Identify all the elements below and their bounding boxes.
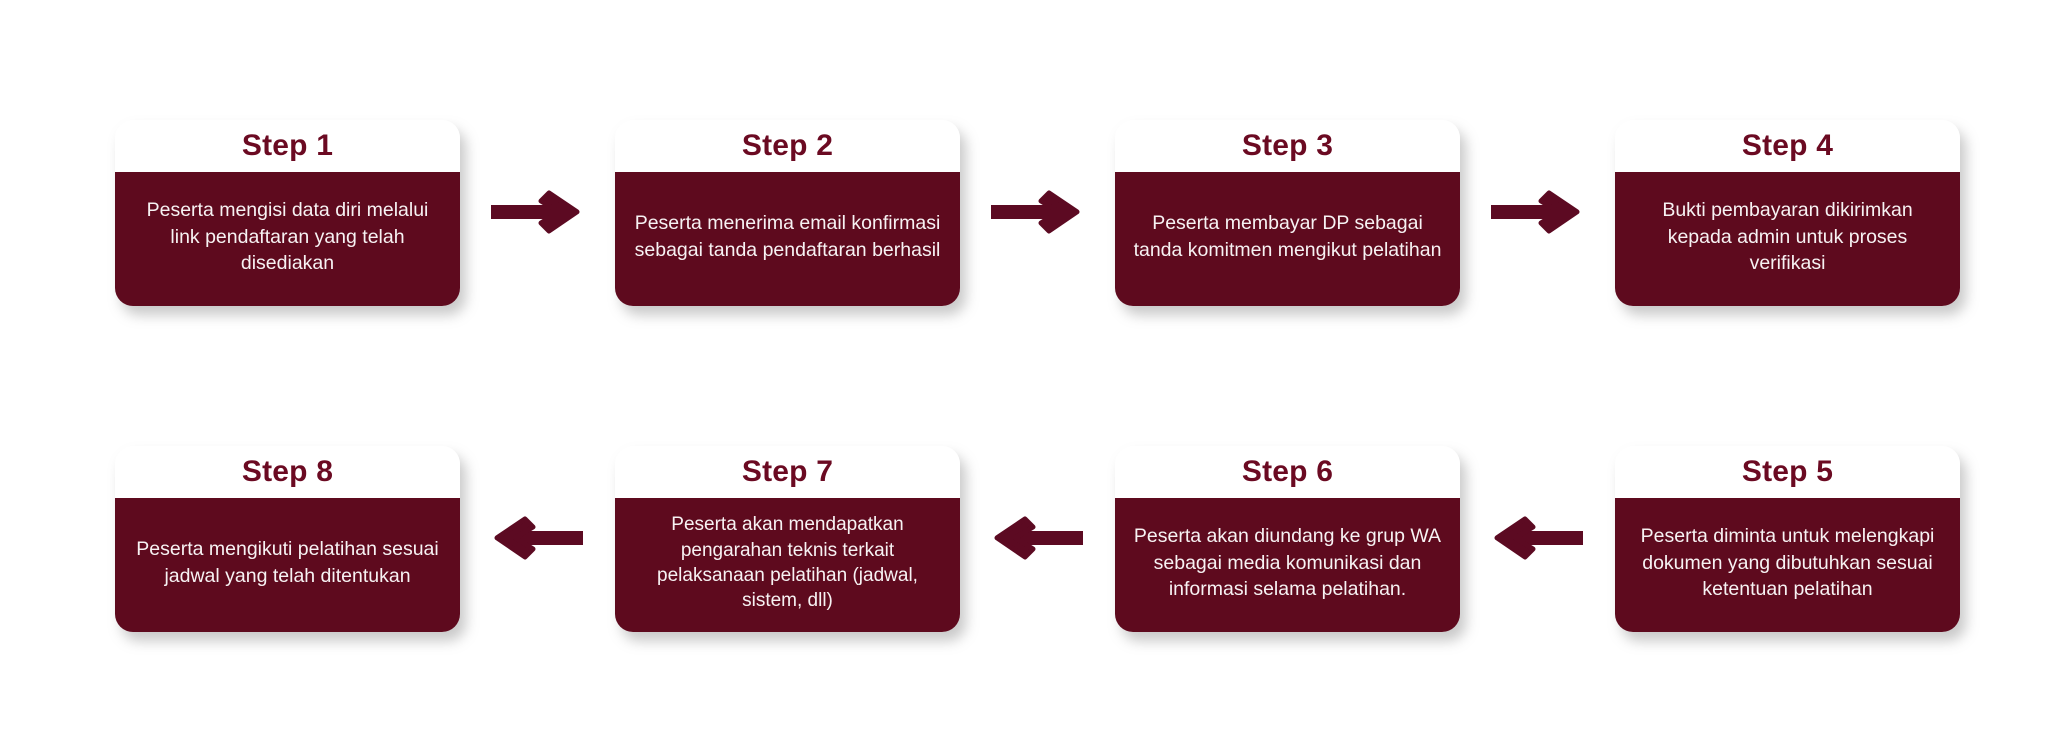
- step-description-8: Peserta mengikuti pelatihan sesuai jadwa…: [136, 538, 439, 587]
- step-description-4: Bukti pembayaran dikirimkan kepada admin…: [1662, 198, 1913, 275]
- step-body-7: Peserta akan mendapatkan pengarahan tekn…: [615, 498, 960, 632]
- step-body-2: Peserta menerima email konfirmasi sebaga…: [615, 172, 960, 306]
- step-title-2: Step 2: [741, 129, 834, 162]
- step-description-1: Peserta mengisi data diri melalui link p…: [146, 198, 429, 275]
- connector-arrow-left-1: [1491, 516, 1583, 560]
- step-card-3[interactable]: Step 3 Peserta membayar DP sebagai tanda…: [1115, 120, 1460, 306]
- connector-arrow-left-3: [491, 516, 583, 560]
- step-header-8: Step 8: [115, 446, 460, 498]
- step-title-7: Step 7: [741, 455, 834, 488]
- step-header-1: Step 1: [115, 120, 460, 172]
- step-header-5: Step 5: [1615, 446, 1960, 498]
- step-card-4[interactable]: Step 4 Bukti pembayaran dikirimkan kepad…: [1615, 120, 1960, 306]
- connector-arrow-right-1: [491, 190, 583, 234]
- step-description-6: Peserta akan diundang ke grup WA sebagai…: [1133, 524, 1442, 601]
- step-body-3: Peserta membayar DP sebagai tanda komitm…: [1115, 172, 1460, 306]
- step-title-3: Step 3: [1241, 129, 1334, 162]
- step-description-5: Peserta diminta untuk melengkapi dokumen…: [1640, 524, 1935, 601]
- step-body-8: Peserta mengikuti pelatihan sesuai jadwa…: [115, 498, 460, 632]
- step-body-5: Peserta diminta untuk melengkapi dokumen…: [1615, 498, 1960, 632]
- step-description-7: Peserta akan mendapatkan pengarahan tekn…: [657, 514, 918, 612]
- step-card-5[interactable]: Step 5 Peserta diminta untuk melengkapi …: [1615, 446, 1960, 632]
- step-title-4: Step 4: [1741, 129, 1834, 162]
- step-header-7: Step 7: [615, 446, 960, 498]
- step-card-8[interactable]: Step 8 Peserta mengikuti pelatihan sesua…: [115, 446, 460, 632]
- step-description-3: Peserta membayar DP sebagai tanda komitm…: [1133, 212, 1442, 261]
- connector-arrow-left-2: [991, 516, 1083, 560]
- connector-arrow-right-3: [1491, 190, 1583, 234]
- step-header-3: Step 3: [1115, 120, 1460, 172]
- connector-arrow-right-2: [991, 190, 1083, 234]
- step-card-7[interactable]: Step 7 Peserta akan mendapatkan pengarah…: [615, 446, 960, 632]
- step-body-4: Bukti pembayaran dikirimkan kepada admin…: [1615, 172, 1960, 306]
- step-card-2[interactable]: Step 2 Peserta menerima email konfirmasi…: [615, 120, 960, 306]
- step-title-1: Step 1: [241, 129, 334, 162]
- step-title-6: Step 6: [1241, 455, 1334, 488]
- step-header-6: Step 6: [1115, 446, 1460, 498]
- step-description-2: Peserta menerima email konfirmasi sebaga…: [634, 212, 941, 261]
- step-body-1: Peserta mengisi data diri melalui link p…: [115, 172, 460, 306]
- step-card-6[interactable]: Step 6 Peserta akan diundang ke grup WA …: [1115, 446, 1460, 632]
- step-header-4: Step 4: [1615, 120, 1960, 172]
- step-title-5: Step 5: [1741, 455, 1834, 488]
- step-header-2: Step 2: [615, 120, 960, 172]
- step-body-6: Peserta akan diundang ke grup WA sebagai…: [1115, 498, 1460, 632]
- step-title-8: Step 8: [241, 455, 334, 488]
- step-card-1[interactable]: Step 1 Peserta mengisi data diri melalui…: [115, 120, 460, 306]
